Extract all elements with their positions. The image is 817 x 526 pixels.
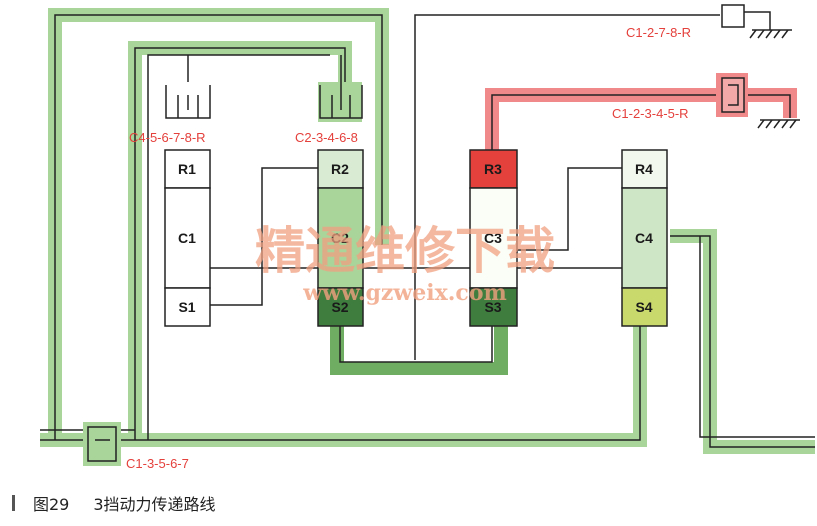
brake-c4-5-6-7-8-r [165,55,211,119]
ring-gear-4 [621,149,668,189]
watermark-title: 精通维修下载 [255,221,555,280]
gearset-4 [621,149,668,327]
carrier-2 [317,187,364,289]
ring-gear-2-label: R2 [331,161,349,177]
figure-caption: 图29 3挡动力传递路线 [12,491,216,515]
caption-text: 3挡动力传递路线 [93,495,216,514]
sun-gear-2-label: S2 [331,299,348,315]
brake-c1-2-7-8-r-label: C1-2-7-8-R [626,25,691,40]
brake-c1-2-3-4-5-r [716,73,800,129]
clutch-c1-3-5-6-7-label: C1-3-5-6-7 [126,456,189,471]
caption-bar [12,495,15,511]
shaft-lines [40,14,815,448]
s2-s3-connector-inner [344,320,494,362]
ring-gear-3 [469,149,518,189]
caption-figure-number: 图29 [33,495,70,514]
sun-gear-4 [621,287,668,327]
ring-gear-3-label: R3 [484,161,502,177]
sun-gear-1-label: S1 [178,299,195,315]
brake-c1-2-7-8-r [721,4,792,39]
sun-gear-4-label: S4 [635,299,652,315]
ring-gear-4-label: R4 [635,161,653,177]
sun-gear-3-label: S3 [484,299,501,315]
sun-gear-3 [469,287,518,327]
clutch-c1-3-5-6-7 [83,422,121,466]
sun-gear-2 [317,287,364,327]
watermark-url: www.gzweix.com [302,280,507,306]
carrier-4-label: C4 [635,230,653,246]
gearset-1 [164,149,211,327]
sun-gear-1 [164,287,211,327]
carrier-3-label: C3 [484,230,502,246]
brake-c1-2-3-4-5-r-label: C1-2-3-4-5-R [612,106,689,121]
carrier-3 [469,187,518,289]
carrier-1-label: C1 [178,230,196,246]
carrier-1 [164,187,211,289]
ring-gear-1-label: R1 [178,161,196,177]
brake-c2-3-4-6-8-label: C2-3-4-6-8 [295,130,358,145]
brake-c2-3-4-6-8 [318,55,363,122]
carrier-4 [621,187,668,289]
gearset-2 [317,149,364,327]
ring-gear-1 [164,149,211,189]
gearset-3 [469,149,518,327]
carrier-2-label: C2 [331,230,349,246]
brake-c4-5-6-7-8-r-label: C4-5-6-7-8-R [129,130,206,145]
power-flow-diagram: R1 C1 S1 R2 C2 S2 R3 C3 S3 R4 C4 S4 C1-2… [40,4,815,471]
